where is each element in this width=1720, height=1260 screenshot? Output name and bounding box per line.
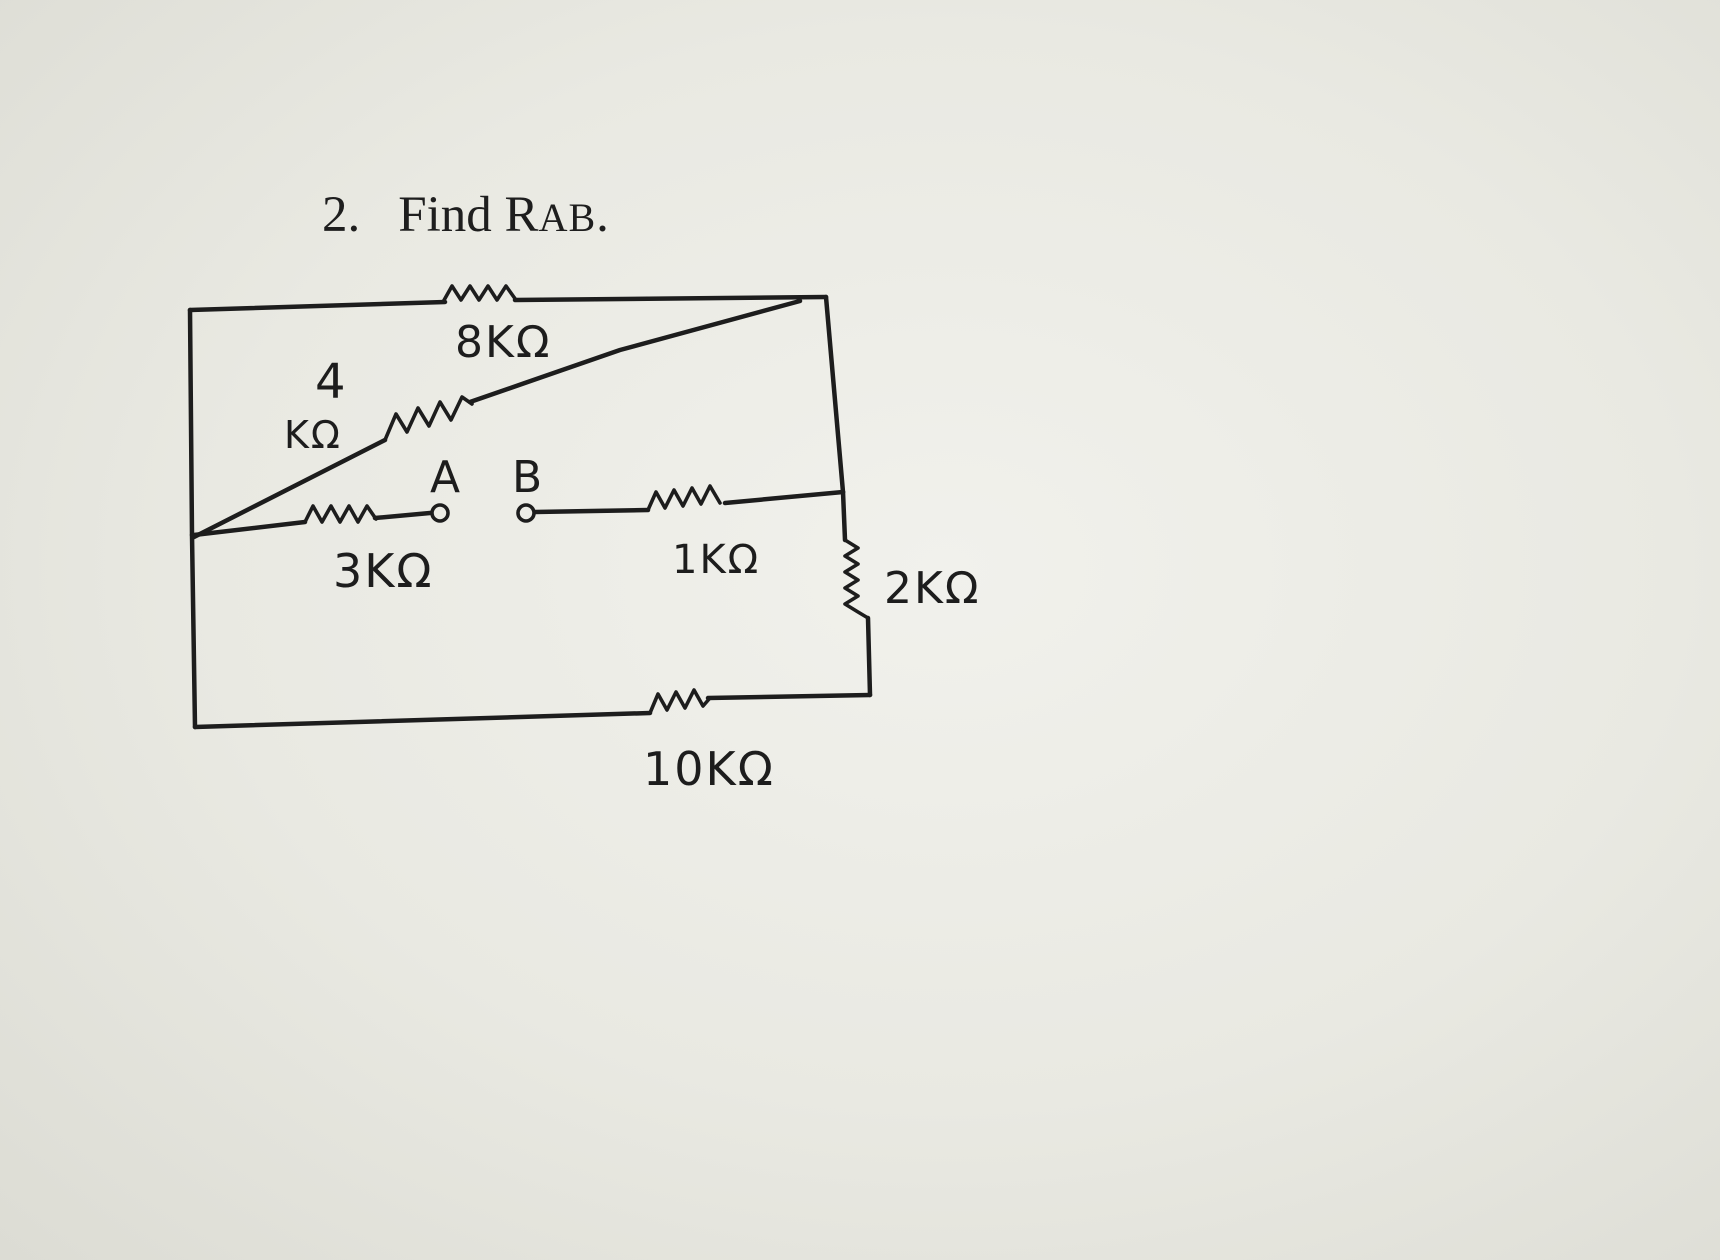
resistor-4k-unit: KΩ	[284, 413, 342, 457]
terminal-b-label: B	[512, 452, 544, 503]
resistor-10k-zigzag	[648, 688, 712, 715]
resistor-2k-zigzag	[843, 538, 870, 620]
resistor-4k-value: 4	[315, 354, 348, 410]
problem-statement: 2. Find RAB.	[322, 186, 609, 244]
resistor-2k-label: 2KΩ	[884, 563, 980, 614]
problem-suffix: .	[596, 187, 609, 243]
middle-wire-right	[532, 489, 846, 515]
resistor-8k-label: 8KΩ	[455, 317, 551, 368]
right-wire-lower	[840, 489, 873, 698]
resistor-1k-zigzag	[646, 484, 722, 512]
resistor-4k-zigzag	[383, 395, 474, 442]
resistor-3k-zigzag	[303, 504, 378, 524]
bottom-wire	[192, 692, 873, 730]
diagonal-wire	[191, 298, 803, 540]
problem-prefix: Find R	[398, 187, 539, 243]
terminal-b-node	[516, 503, 536, 523]
middle-wire-left	[191, 510, 433, 538]
problem-number: 2.	[322, 187, 361, 243]
terminal-a-label: A	[430, 452, 462, 503]
resistor-10k-label: 10KΩ	[643, 742, 775, 796]
left-wire-upper	[187, 307, 195, 538]
terminal-a-node	[430, 503, 450, 523]
problem-subscript: AB	[538, 195, 597, 240]
top-wire	[187, 294, 829, 313]
right-wire-upper	[823, 294, 846, 495]
resistor-3k-label: 3KΩ	[333, 544, 434, 598]
resistor-8k-zigzag	[441, 284, 518, 304]
left-wire-lower	[189, 532, 198, 730]
resistor-1k-label: 1KΩ	[672, 537, 760, 583]
